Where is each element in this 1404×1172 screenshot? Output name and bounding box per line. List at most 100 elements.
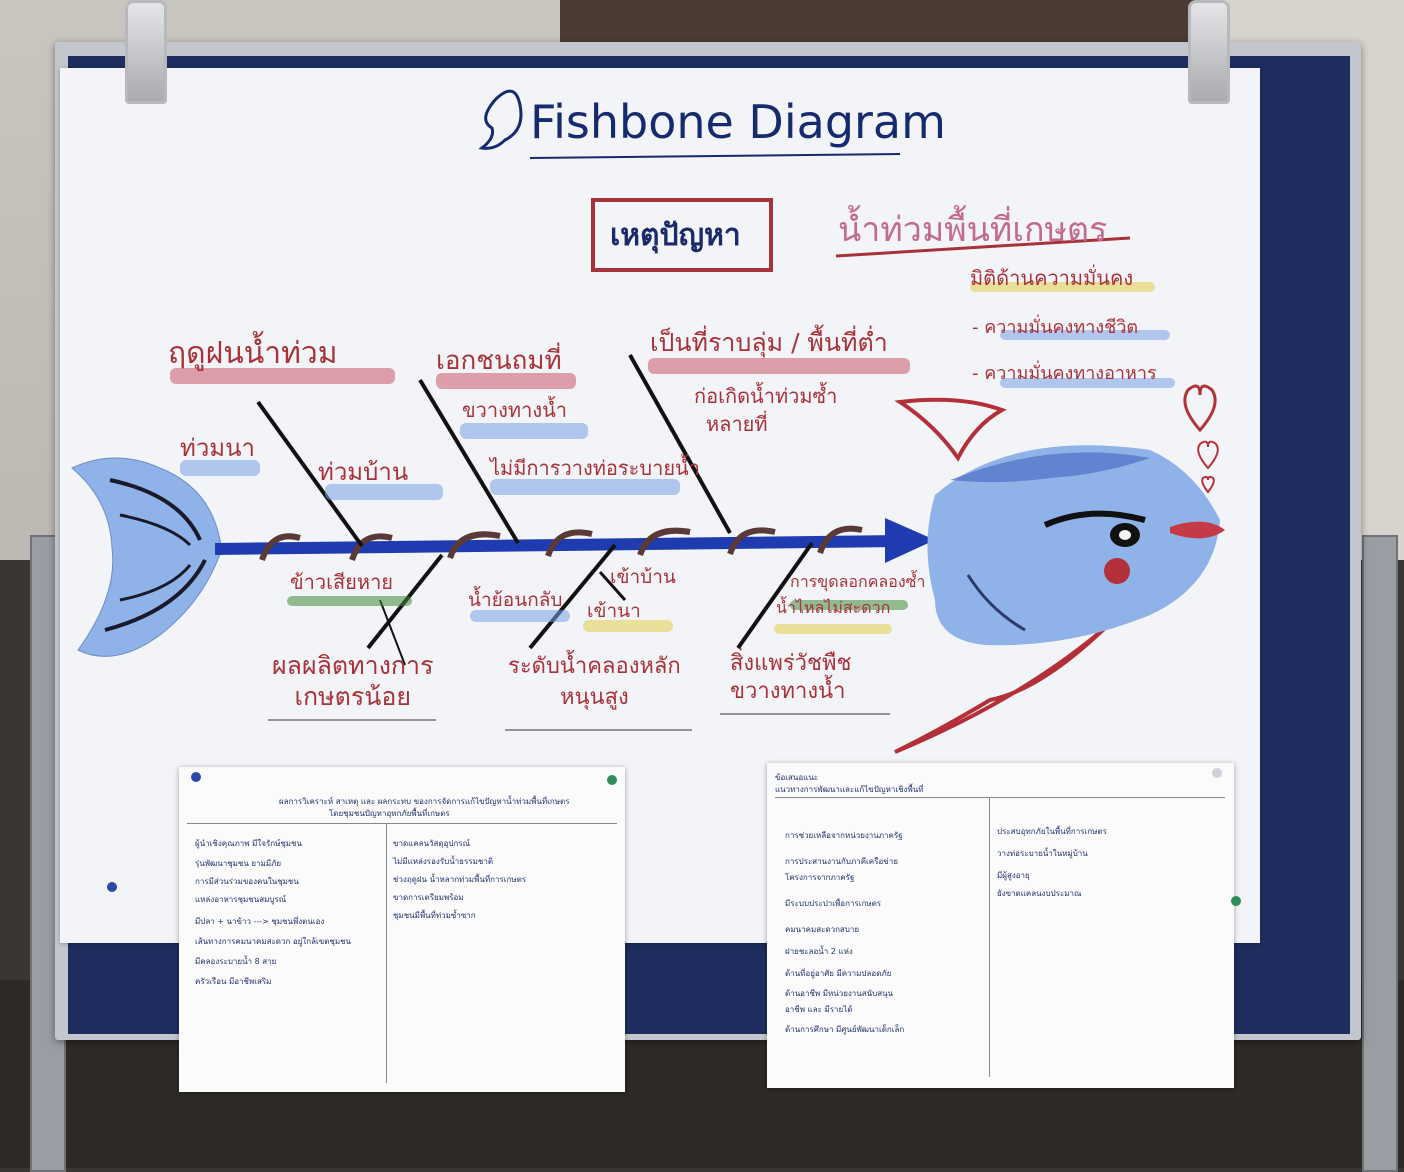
note-header: ข้อเสนอแนะ: [775, 773, 819, 782]
diagram-title: Fishbone Diagram: [530, 95, 946, 149]
highlight: [325, 484, 443, 500]
cause-label: ก่อเกิดน้ำท่วมซ้ำ: [694, 384, 838, 408]
fish-mouth: [1170, 521, 1225, 539]
fish-gill: [966, 574, 1026, 632]
spine-wrap: [817, 525, 863, 555]
pushpin: [191, 772, 201, 782]
note-sub: โดยชุมชนปัญหาอุทกภัยพื้นที่เกษตร: [329, 809, 450, 818]
note-divider: [187, 823, 617, 824]
binder-clip: [1188, 0, 1230, 104]
note-line: มีผู้สูงอายุ: [997, 871, 1030, 880]
note-line: ผู้นำเชิงคุณภาพ มีใจรักษ์ชุมชน: [195, 839, 302, 848]
highlight: [970, 282, 1155, 292]
highlight: [490, 479, 680, 495]
effect-item: - ความมั่นคงทางอาหาร: [972, 363, 1157, 384]
note-line: ฝายชะลอน้ำ 2 แห่ง: [785, 947, 853, 956]
fish-cheek: [1104, 558, 1130, 584]
cause-label: ขวางทางน้ำ: [462, 398, 567, 422]
note-sub: แนวทางการพัฒนาและแก้ไขปัญหาเชิงพื้นที่: [775, 785, 924, 794]
binder-clip: [125, 0, 167, 104]
heart-icon: [1201, 475, 1215, 494]
note-line: ด้านอาชีพ มีหน่วยงานสนับสนุน: [785, 989, 894, 998]
fish-tail-line: [109, 478, 202, 541]
cause-label: น้ำไหลไม่สะดวก: [776, 598, 891, 617]
fish-tail-line: [119, 513, 192, 547]
note-line: ขาดการเตรียมพร้อม: [393, 893, 464, 902]
note-sheet-left: ผลการวิเคราะห์ สาเหตุ และ ผลกระทบ ของการ…: [107, 767, 625, 1092]
note-line: ประสบอุทกภัยในพื้นที่การเกษตร: [997, 827, 1107, 836]
cause-label: เข้านา: [587, 600, 641, 622]
fish-head-shine: [950, 452, 1150, 483]
fish-head: [927, 445, 1220, 646]
bone-season: [256, 400, 364, 548]
note-line: การมีส่วนร่วมของคนในชุมชน: [195, 877, 299, 886]
bone-weeds: [736, 541, 814, 650]
category-yield: ผลผลิตทางการ เกษตรน้อย: [272, 651, 434, 712]
spine-wrap: [637, 527, 691, 557]
pushpin: [607, 775, 617, 785]
cause-label: ท่วมบ้าน: [318, 458, 409, 486]
category-lowland: เป็นที่ราบลุ่ม / พื้นที่ต่ำ: [650, 328, 888, 357]
highlight: [170, 368, 395, 384]
highlight: [790, 600, 908, 610]
pushpin: [1231, 896, 1241, 906]
sub-bone: [379, 599, 406, 666]
fish-tail-line: [119, 564, 192, 602]
note-line: การช่วยเหลือจากหน่วยงานภาครัฐ: [785, 831, 903, 840]
bone-canal: [528, 543, 617, 650]
cause-label: หลายที่: [706, 412, 768, 436]
note-line: โครงการจากภาครัฐ: [785, 873, 855, 882]
stand-right-leg: [1362, 535, 1398, 1172]
dorsal-fin: [894, 397, 1007, 462]
pushpin: [107, 882, 117, 892]
title-underline: [529, 153, 901, 159]
topic-underline: [835, 236, 1131, 258]
cause-label: ท่วมนา: [180, 434, 255, 462]
note-line: ครัวเรือน มีอาชีพเสริม: [195, 977, 272, 986]
highlight: [460, 423, 588, 439]
category-private-land: เอกชนถมที่: [436, 346, 562, 376]
highlight: [1000, 330, 1170, 340]
highlight: [774, 624, 892, 634]
note-column-divider: [989, 797, 990, 1077]
note-line: แหล่งอาหารชุมชนสมบูรณ์: [195, 895, 287, 904]
note-line: ช่วงฤดูฝน น้ำหลากท่วมพื้นที่การเกษตร: [393, 875, 527, 884]
note-line: ด้านที่อยู่อาศัย มีความปลอดภัย: [785, 969, 892, 978]
note-line: มีคลองระบายน้ำ 8 สาย: [195, 957, 277, 966]
cause-label: ข้าวเสียหาย: [290, 570, 394, 594]
note-line: วางท่อระบายน้ำในหมู่บ้าน: [997, 849, 1088, 858]
spine-wrap: [545, 529, 593, 558]
highlight: [1000, 378, 1175, 388]
fish-logo-icon: [478, 89, 523, 150]
note-line: เส้นทางการคมนาคมสะดวก อยู่ใกล้เขตชุมชน: [195, 937, 351, 946]
spine-wrap: [259, 533, 301, 562]
note-line: มีปลา + นาข้าว ---> ชุมชนพึ่งตนเอง: [195, 917, 325, 926]
note-divider: [775, 797, 1225, 798]
fish-spine: [214, 535, 906, 555]
cause-label: การขุดลอกคลองซ้ำ: [790, 572, 926, 591]
topic-label: น้ำท่วมพื้นที่เกษตร: [838, 210, 1108, 250]
note-sheet-right: ข้อเสนอแนะ แนวทางการพัฒนาและแก้ไขปัญหาเช…: [767, 763, 1241, 1088]
fish-tail: [71, 457, 223, 657]
highlight: [287, 596, 412, 606]
cause-label: เข้าบ้าน: [610, 566, 676, 588]
pectoral-fin: [894, 626, 1107, 754]
note-line: มีระบบประปาเพื่อการเกษตร: [785, 899, 882, 908]
note-line: การประสานงานกับภาคีเครือข่าย: [785, 857, 898, 866]
highlight: [648, 358, 910, 374]
spine-wrap: [727, 527, 776, 556]
fish-tail-line: [104, 559, 207, 632]
spine-wrap: [447, 531, 501, 560]
note-column-divider: [386, 823, 387, 1083]
note-line: ชุมชนมีพื้นที่ท่วมซ้ำซาก: [393, 911, 476, 920]
highlight: [470, 610, 570, 622]
highlight: [436, 373, 576, 389]
effect-item: - ความมั่นคงทางชีวิต: [972, 317, 1139, 338]
note-line: คมนาคมสะดวกสบาย: [785, 925, 860, 934]
note-header: ผลการวิเคราะห์ สาเหตุ และ ผลกระทบ ของการ…: [279, 797, 570, 806]
category-season: ฤดูฝนน้ำท่วม: [168, 336, 338, 371]
heart-icon: [1183, 384, 1217, 433]
cause-label: ไม่มีการวางท่อระบายน้ำ: [490, 456, 700, 480]
note-line: ขาดแคลนวัสดุอุปกรณ์: [393, 839, 471, 848]
